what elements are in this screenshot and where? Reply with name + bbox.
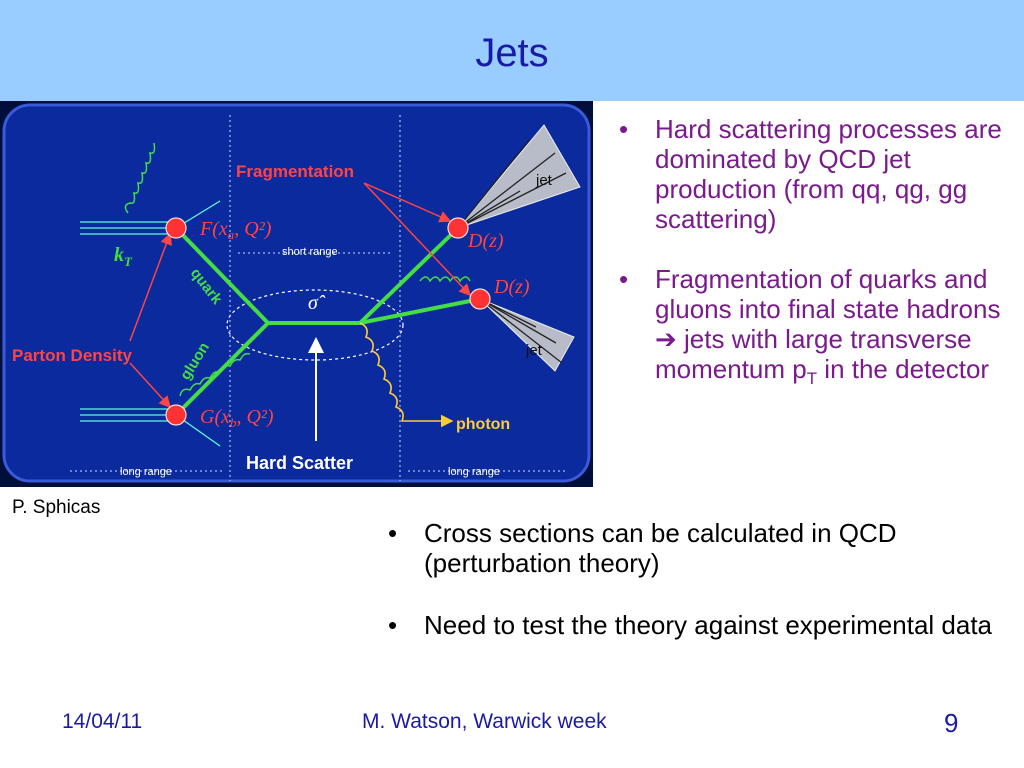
footer-date: 14/04/11 (62, 710, 143, 733)
long-range-right-label: long range (448, 466, 500, 478)
bullet-hard-scattering: Hard scattering processes are dominated … (619, 114, 1019, 234)
photon-label: photon (456, 416, 510, 433)
bottom-bullet-list: Cross sections can be calculated in QCD … (388, 518, 1018, 672)
figure-credit: P. Sphicas (12, 497, 101, 518)
photon-line (359, 322, 454, 428)
quark-lines (174, 226, 460, 325)
D-top-label: D(z) (467, 230, 504, 252)
kt-label: kT (114, 244, 133, 269)
hard-scatter-label: Hard Scatter (246, 453, 353, 473)
arrow-icon: ➔ (655, 324, 677, 354)
jet-top-label: jet (535, 172, 553, 189)
parton-density-label: Parton Density (12, 346, 133, 365)
title-bar (0, 0, 1024, 101)
range-guides (70, 115, 566, 481)
bullet-test-theory: Need to test the theory against experime… (388, 610, 1018, 640)
page-number: 9 (944, 708, 959, 738)
feynman-diagram-svg: Fragmentation Parton Density Hard Scatte… (0, 101, 593, 487)
gluon-propagator (174, 321, 270, 417)
feynman-diagram: Fragmentation Parton Density Hard Scatte… (0, 101, 593, 487)
jet-bottom-label: jet (525, 342, 543, 359)
bullet-fragmentation: Fragmentation of quarks and gluons into … (619, 264, 1019, 394)
figure-panel (2, 103, 591, 483)
hard-scatter-region (226, 289, 404, 361)
gluon-lines (124, 142, 471, 397)
pointer-arrows (129, 182, 472, 409)
bullet-cross-sections: Cross sections can be calculated in QCD … (388, 518, 1018, 578)
D-mid-label: D(z) (493, 276, 530, 298)
outgoing-parton (359, 297, 481, 325)
G-label: G(xb, Q²) (200, 406, 274, 430)
footer-author: M. Watson, Warwick week (362, 710, 607, 733)
F-label: F(xa, Q²) (199, 218, 272, 242)
short-range-label: short range (282, 246, 338, 258)
jet-tracks (457, 138, 567, 364)
jet-cone-top (456, 124, 581, 230)
slide-title: Jets (475, 31, 549, 75)
right-bullet-list: Hard scattering processes are dominated … (619, 114, 1019, 424)
fragmentation-label: Fragmentation (236, 162, 354, 181)
vertices (165, 217, 491, 426)
long-range-left-label: long range (120, 466, 172, 478)
